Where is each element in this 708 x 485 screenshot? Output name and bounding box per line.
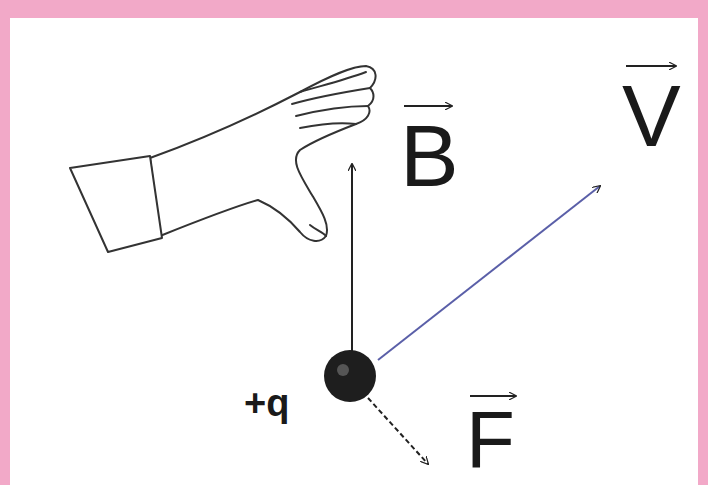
charge [324,350,376,402]
background [10,18,698,485]
velocity-label: V [622,72,681,160]
charge-texture [337,364,349,376]
f-vector [368,398,428,464]
vector-accent [404,105,452,107]
right-hand [70,66,376,252]
v-vector [378,186,600,360]
vector-accent [626,65,676,67]
vector-accent [470,395,516,397]
field-label: B [400,112,459,200]
charge-label: +q [244,384,289,422]
b-vector [351,164,353,352]
force-label: F [466,400,515,480]
